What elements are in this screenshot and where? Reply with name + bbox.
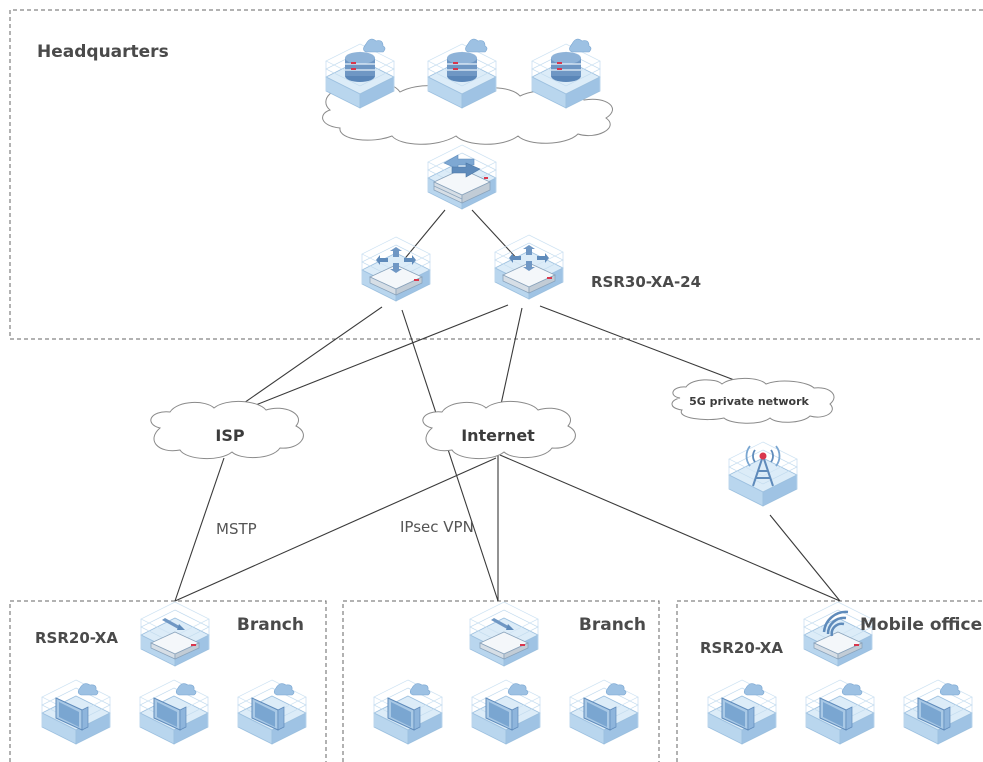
link-internet-mobile [499,454,841,602]
computer-terminal-icon [806,680,874,744]
ipsec-vpn-label: IPsec VPN [400,518,474,536]
computer-terminal-icon [472,680,540,744]
computer-terminal-icon [140,680,208,744]
link-5g-mobile [769,514,841,602]
core-router-icon [362,237,430,301]
headquarters-zone [9,9,983,340]
link-firewall-router-1 [401,209,446,263]
link-isp-branch1 [174,457,225,602]
link-router1-internet [401,309,499,602]
headquarters-title: Headquarters [37,42,169,62]
mobile-office-zone [676,600,983,762]
5g-base-station-icon [729,442,797,506]
internet-cloud [422,401,576,459]
computer-terminal-icon [904,680,972,744]
branch-router-icon [141,602,209,666]
computer-terminal-icon [238,680,306,744]
mobile-router-label: RSR20-XA [700,639,783,657]
mstp-label: MSTP [216,520,257,538]
computer-terminal-icon [708,680,776,744]
internet-label: Internet [461,426,535,445]
link-internet-branch1 [174,457,497,602]
link-router2-internet [497,307,523,419]
firewall-gateway-icon [428,145,496,209]
core-router-label: RSR30-XA-24 [591,273,701,291]
computer-terminal-icon [374,680,442,744]
link-router1-isp [227,306,383,415]
branch-zone-1 [9,600,327,762]
link-router2-isp [227,304,509,417]
mobile-office-title: Mobile office [860,615,982,635]
branch-zone-2 [342,600,660,762]
isp-label: ISP [215,426,244,445]
branch-router-label: RSR20-XA [35,629,118,647]
links [174,209,841,602]
branch-title-2: Branch [579,615,646,635]
computer-terminal-icon [42,680,110,744]
datacenter-cloud [322,81,613,145]
isp-cloud [150,401,304,459]
5g-private-network-label: 5G private network [689,395,809,408]
branch-title-1: Branch [237,615,304,635]
5g-private-network-cloud [671,377,835,424]
computer-terminal-icon [570,680,638,744]
link-firewall-router-2 [471,209,521,263]
core-router-icon [495,235,563,299]
link-router2-5g [539,305,751,387]
branch-router-icon [470,602,538,666]
